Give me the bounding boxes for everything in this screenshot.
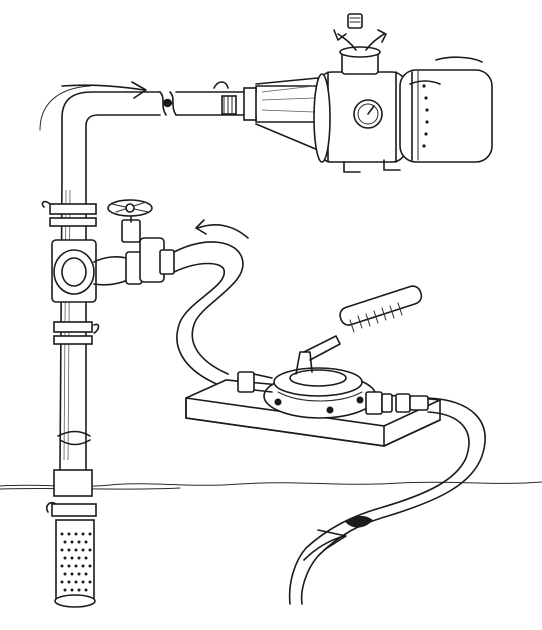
- gate-valve-icon: [107, 199, 175, 283]
- jet-pump-motor-icon: [237, 13, 493, 173]
- hand-pump-icon: [185, 285, 441, 447]
- discharge-hose: [173, 219, 249, 391]
- pressure-gauge-icon: [353, 99, 383, 129]
- suction-hose-icon: [288, 397, 486, 605]
- flow-arrow-icon: [61, 81, 147, 99]
- flow-arrow-icon: [303, 529, 347, 561]
- submersible-pump-intake-icon: [60, 532, 92, 592]
- flow-arrow-icon: [195, 219, 249, 239]
- well-pipe-icon: [39, 81, 239, 608]
- tee-fitting: [51, 239, 143, 303]
